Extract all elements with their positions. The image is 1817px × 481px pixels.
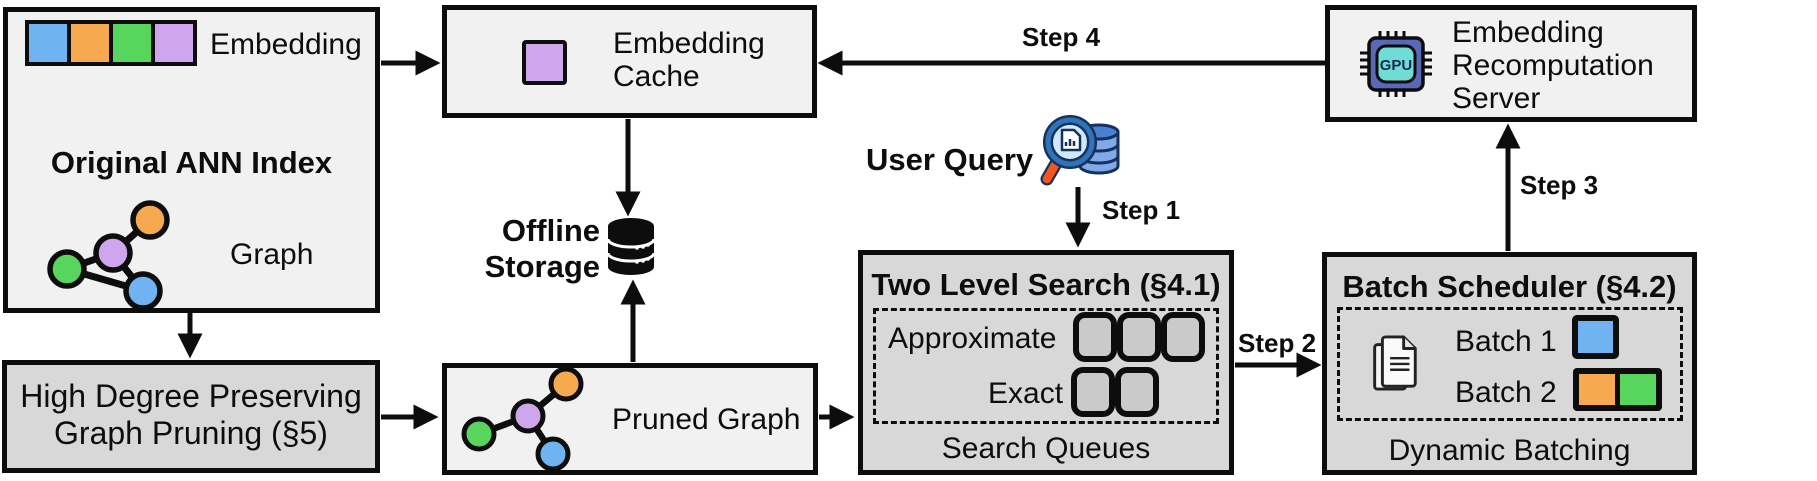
batch-scheduler-box: Batch Scheduler (§4.2) Batch 1 Batch 2 D… [1322, 252, 1697, 475]
pruned-graph-box: Pruned Graph [442, 363, 818, 475]
embedding-cell-green [113, 24, 151, 62]
high-degree-pruning-line2: Graph Pruning (§5) [54, 415, 328, 451]
embedding-cache-line1: Embedding [613, 27, 765, 60]
ann-graph-icon [47, 200, 170, 310]
user-query-label: User Query [866, 142, 1034, 177]
embedding-cell-purple [155, 24, 193, 62]
graph-label: Graph [230, 238, 314, 271]
queue-slot [1161, 312, 1205, 362]
embedding-label: Embedding [210, 28, 362, 61]
embedding-cell-blue [29, 24, 67, 62]
embedding-strip [25, 20, 197, 66]
step3-label: Step 3 [1520, 170, 1599, 200]
step4-label: Step 4 [1022, 22, 1101, 52]
batch2-cell-green [1620, 374, 1656, 405]
pruned-graph-icon [461, 366, 584, 472]
batch2-label: Batch 2 [1455, 376, 1557, 409]
embedding-cache-line2: Cache [613, 60, 700, 93]
recomputation-server-line1: Embedding [1452, 16, 1604, 49]
recomputation-server-line2: Recomputation [1452, 49, 1654, 82]
exact-queue-slots [1071, 367, 1159, 417]
high-degree-pruning-line1: High Degree Preserving [20, 378, 362, 414]
two-level-search-title: Two Level Search (§4.1) [871, 267, 1221, 302]
original-ann-index-box: Embedding Original ANN Index Graph [3, 7, 380, 313]
offline-storage-line1: Offline [501, 213, 600, 248]
gpu-chip-label: GPU [1380, 57, 1413, 74]
batch1-label: Batch 1 [1455, 325, 1557, 358]
database-icon [606, 218, 656, 275]
queue-slot [1073, 312, 1117, 362]
batch2-swatches [1573, 368, 1662, 411]
approximate-label: Approximate [888, 322, 1057, 355]
exact-label: Exact [988, 377, 1064, 410]
queue-slot [1115, 367, 1159, 417]
pruned-graph-label: Pruned Graph [612, 403, 801, 436]
cached-embedding-swatch [522, 40, 567, 85]
recomputation-server-line3: Server [1452, 82, 1541, 115]
batch2-cell-orange [1579, 374, 1615, 405]
queue-slot [1071, 367, 1115, 417]
high-degree-pruning-box: High Degree Preserving Graph Pruning (§5… [2, 360, 380, 473]
embedding-cache-box: Embedding Cache [442, 5, 817, 118]
search-queues-region [873, 308, 1219, 424]
query-search-icon [1040, 114, 1120, 186]
recomputation-server-box: GPU Embedding Recomputation Server [1325, 5, 1697, 122]
batch1-swatch [1572, 315, 1619, 359]
ann-index-title: Original ANN Index [50, 145, 333, 180]
two-level-search-box: Two Level Search (§4.1) Approximate Exac… [858, 250, 1234, 475]
step2-label: Step 2 [1238, 328, 1317, 358]
dynamic-batching-caption: Dynamic Batching [1388, 434, 1631, 467]
documents-icon [1373, 335, 1417, 391]
queue-slot [1117, 312, 1161, 362]
dynamic-batching-region [1337, 307, 1683, 421]
batch-scheduler-title: Batch Scheduler (§4.2) [1342, 269, 1677, 304]
offline-storage-line2: Storage [484, 249, 600, 284]
embedding-cell-orange [71, 24, 109, 62]
search-queues-caption: Search Queues [941, 432, 1151, 465]
gpu-icon: GPU [1360, 31, 1432, 97]
approximate-queue-slots [1073, 312, 1205, 362]
offline-storage-label: Offline Storage [455, 213, 600, 285]
step1-label: Step 1 [1102, 195, 1181, 225]
